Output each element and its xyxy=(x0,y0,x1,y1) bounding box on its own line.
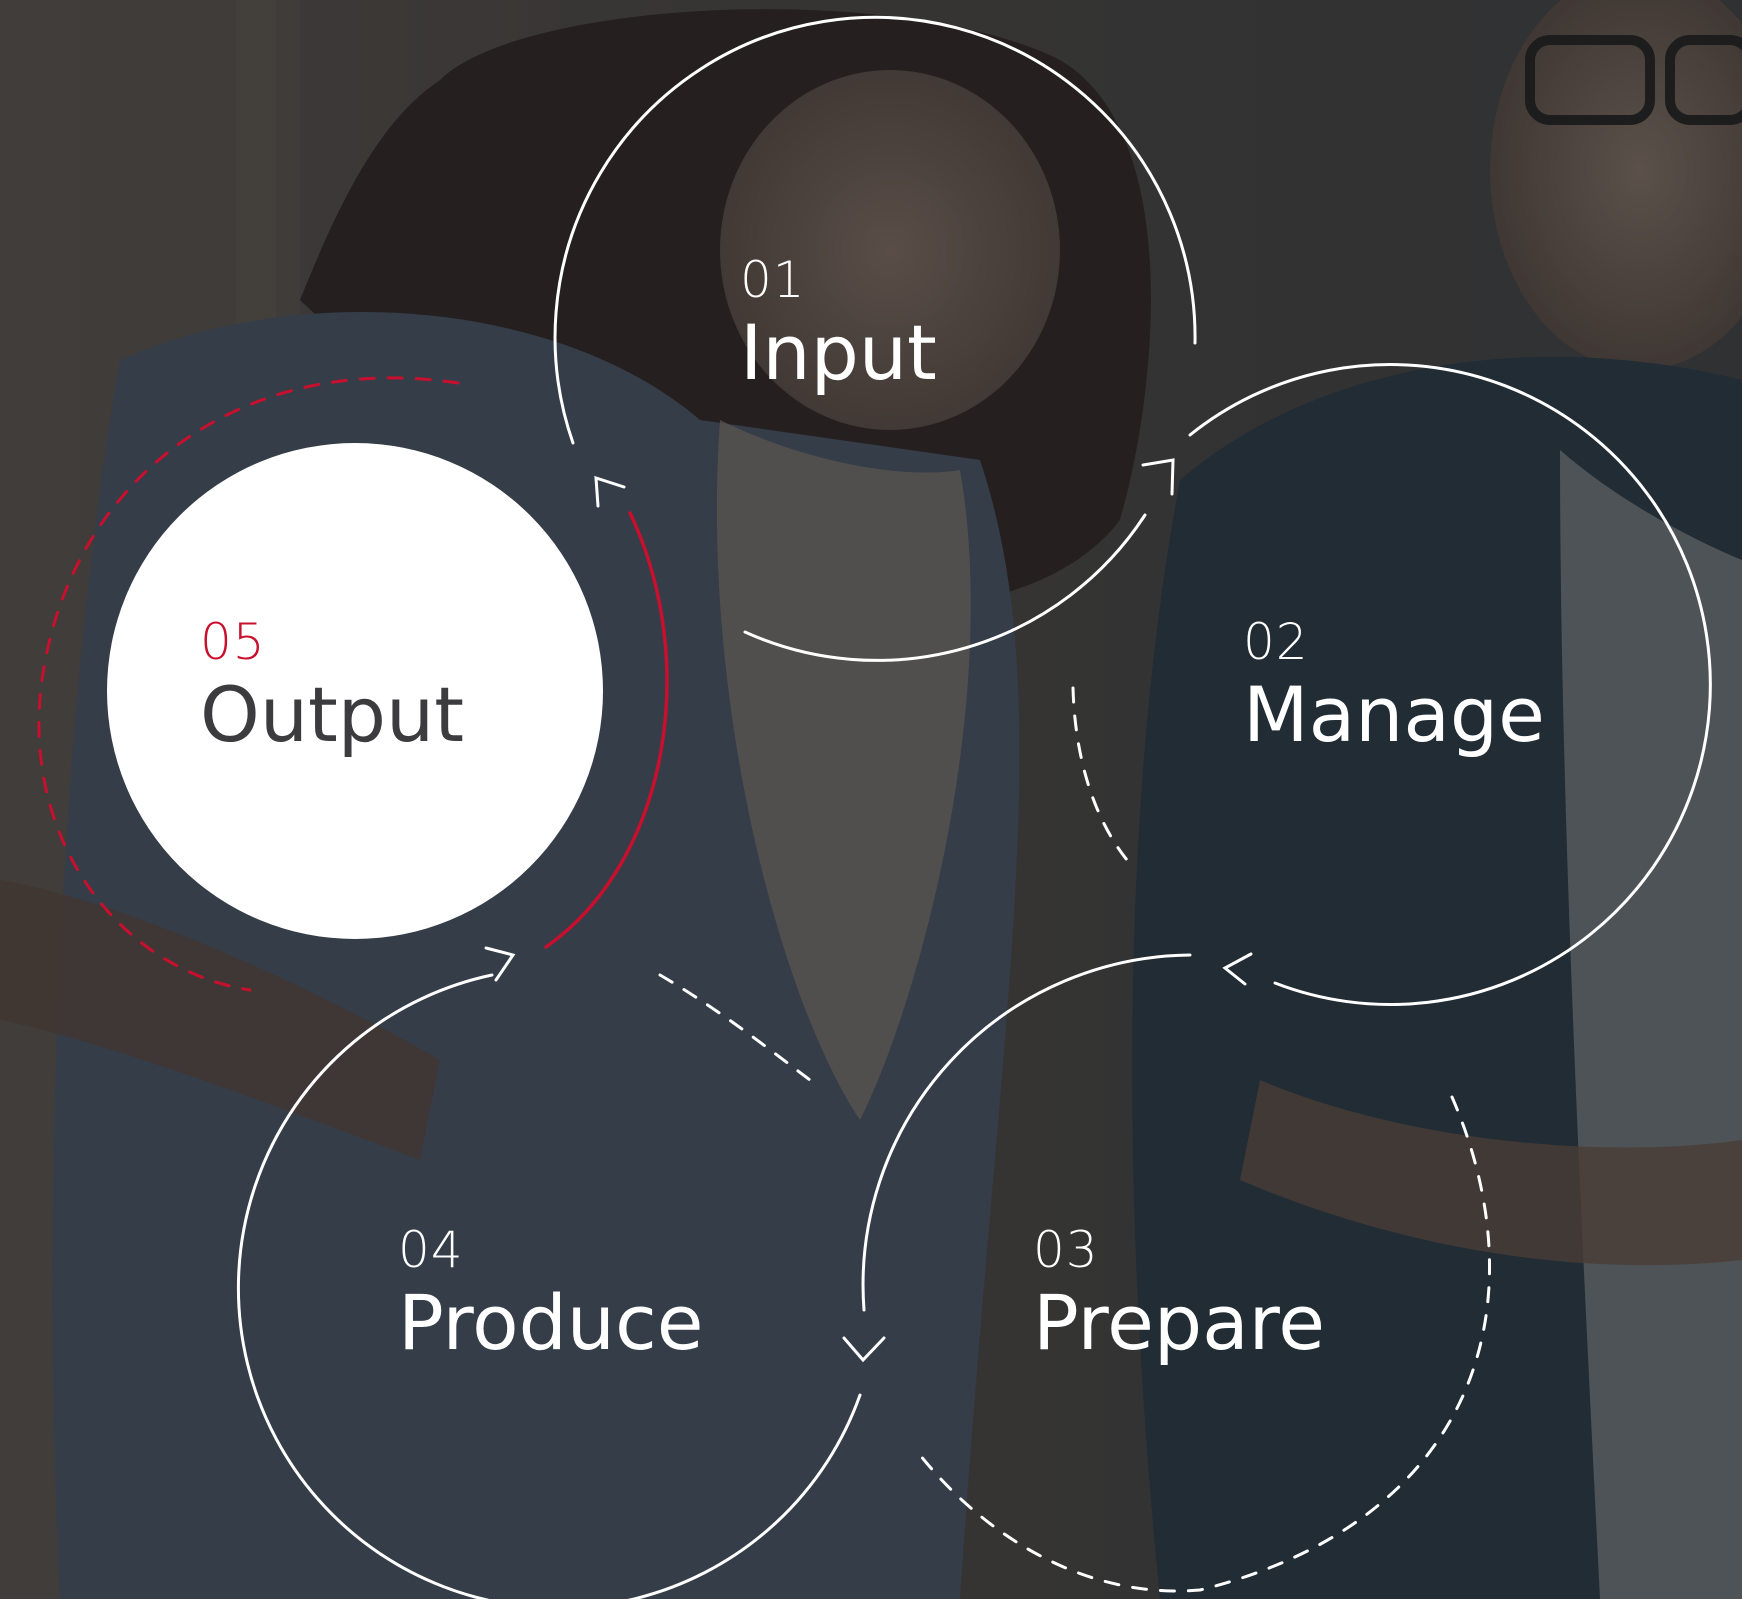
step-input: 01 Input xyxy=(740,255,937,391)
step-number: 02 xyxy=(1243,613,1309,671)
step-number: 01 xyxy=(740,251,806,309)
output-ring-dashed xyxy=(37,376,460,992)
produce-ring xyxy=(236,973,862,1599)
step-prepare: 03 Prepare xyxy=(1033,1225,1325,1361)
manage-ring xyxy=(1188,363,1712,1007)
manage-ring-dashed xyxy=(1071,686,1129,862)
step-label: Produce xyxy=(398,1278,704,1367)
input-ring xyxy=(553,15,1197,445)
step-number: 04 xyxy=(398,1221,464,1279)
prepare-ring-dashed xyxy=(918,1095,1492,1593)
step-label: Output xyxy=(200,670,464,759)
prepare-ring xyxy=(861,953,1192,1312)
produce-ring-dashed xyxy=(658,973,812,1082)
step-manage: 02 Manage xyxy=(1243,617,1545,753)
arrow-into-prepare xyxy=(1222,952,1253,986)
arrow-into-input xyxy=(594,475,626,508)
arrow-into-produce xyxy=(842,1336,886,1363)
step-produce: 04 Produce xyxy=(398,1225,704,1361)
step-label: Prepare xyxy=(1033,1278,1325,1367)
output-ring-solid xyxy=(544,511,669,949)
input-ring-lower xyxy=(743,513,1147,662)
arrow-into-output xyxy=(484,946,516,982)
step-label: Input xyxy=(740,308,937,397)
step-output: 05 Output xyxy=(200,617,464,753)
output-active-circle xyxy=(107,443,603,939)
step-label: Manage xyxy=(1243,670,1545,759)
step-number: 03 xyxy=(1033,1221,1099,1279)
step-number: 05 xyxy=(200,613,266,671)
arrow-into-manage xyxy=(1141,458,1175,496)
